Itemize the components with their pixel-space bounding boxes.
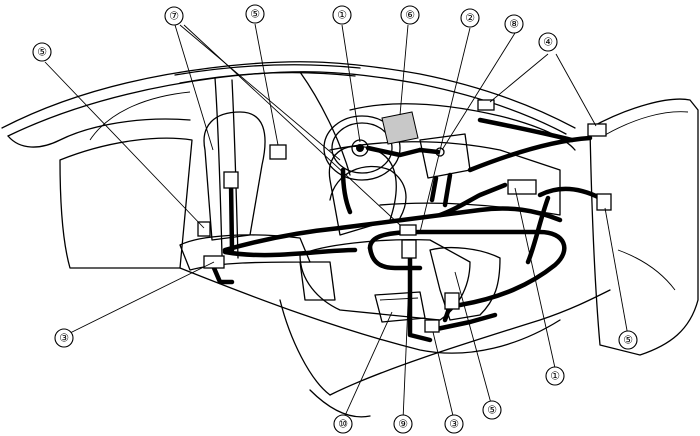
callout-5d: ⑤ (482, 400, 502, 420)
callout-5c: ⑤ (618, 330, 638, 350)
wiring-harness (211, 117, 603, 343)
callout-7: ⑦ (164, 6, 184, 26)
sensor-front-seat (399, 224, 417, 236)
instrument-cluster (381, 111, 419, 145)
svg-text:⑤: ⑤ (250, 8, 260, 21)
callout-10: ⑩ (333, 414, 353, 434)
occupant-sensor-mat (374, 291, 426, 323)
callouts: ① ① ② ③ ③ ④ ⑤ ⑤ (32, 4, 638, 434)
control-module (507, 179, 537, 195)
callout-3b: ③ (444, 414, 464, 434)
callout-3a: ③ (54, 328, 74, 348)
callout-9: ⑨ (393, 414, 413, 434)
callout-6: ⑥ (400, 5, 420, 25)
sensor-roof-rail (477, 99, 495, 111)
callout-8: ⑧ (504, 14, 524, 34)
callout-5b: ⑤ (245, 4, 265, 24)
sensors (197, 99, 612, 333)
svg-text:①: ① (550, 370, 560, 383)
callout-5a: ⑤ (32, 42, 52, 62)
svg-text:⑤: ⑤ (487, 404, 497, 417)
sensor-rear-pillar (223, 171, 239, 189)
svg-text:⑥: ⑥ (405, 9, 415, 22)
sensor-seat-side (444, 292, 460, 310)
center-dash-panel (419, 133, 471, 179)
svg-text:⑧: ⑧ (509, 18, 519, 31)
steering-wheel (323, 115, 407, 219)
svg-text:⑦: ⑦ (169, 10, 179, 23)
svg-text:⑨: ⑨ (398, 418, 408, 431)
sensor-front-door (596, 193, 612, 211)
svg-text:⑩: ⑩ (338, 418, 348, 431)
leader-lines (44, 23, 629, 421)
sensor-b-pillar (269, 144, 287, 160)
svg-text:⑤: ⑤ (623, 334, 633, 347)
svg-text:①: ① (337, 9, 347, 22)
sensor-seat-belt (401, 239, 417, 259)
svg-text:②: ② (465, 12, 475, 25)
callout-1b: ① (545, 366, 565, 386)
callout-2: ② (460, 8, 480, 28)
sensor-a-pillar (587, 123, 607, 137)
svg-text:⑤: ⑤ (37, 46, 47, 59)
car-body-outline (1, 61, 611, 418)
svg-text:③: ③ (59, 332, 69, 345)
sensor-floor (424, 319, 440, 333)
callout-1a: ① (332, 5, 352, 25)
svg-text:④: ④ (543, 36, 553, 49)
svg-text:③: ③ (449, 418, 459, 431)
front-door (589, 98, 699, 356)
callout-4: ④ (538, 32, 558, 52)
